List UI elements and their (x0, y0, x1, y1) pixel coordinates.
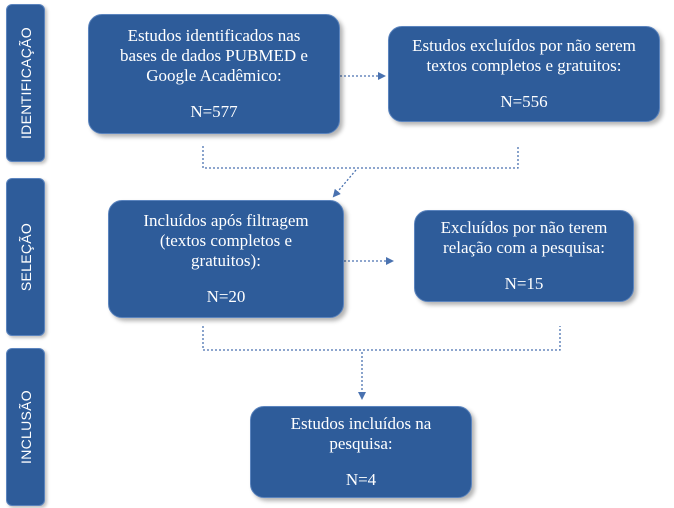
box-excluded-incomplete-count: N=556 (500, 92, 548, 111)
stage-inclusion: INCLUSÃO (6, 348, 45, 506)
box-final-included-line-2: pesquisa: (329, 434, 393, 453)
box-identified: Estudos identificados nas bases de dados… (88, 14, 340, 134)
box-included-filter-count: N=20 (206, 287, 246, 306)
stage-identification: IDENTIFICAÇÃO (6, 4, 45, 162)
box-excluded-incomplete-line-1: Estudos excluídos por não serem (412, 36, 636, 55)
box-excluded-incomplete-line-2: textos completos e gratuitos: (426, 56, 622, 75)
box-identified-line-1: Estudos identificados nas (127, 26, 301, 45)
bracket-identification (202, 146, 519, 169)
box-excluded-unrelated-count: N=15 (504, 274, 544, 293)
stage-selection: SELEÇÃO (6, 178, 45, 336)
box-final-included-line-1: Estudos incluídos na (290, 414, 432, 433)
box-identified-count: N=577 (190, 102, 238, 121)
bracket-selection (202, 326, 561, 351)
arrow-to-included-filter (332, 169, 357, 198)
box-included-filter-line-1: Incluídos após filtragem (143, 211, 309, 230)
box-identified-line-2: bases de dados PUBMED e (120, 46, 308, 65)
box-excluded-unrelated-line-1: Excluídos por não terem (440, 218, 608, 237)
box-identified-line-3: Google Acadêmico: (146, 66, 282, 85)
box-included-filter-line-2: (textos completos e (159, 231, 293, 250)
box-excluded-incomplete: Estudos excluídos por não serem textos c… (388, 26, 660, 122)
box-excluded-unrelated-line-2: relação com a pesquisa: (443, 238, 605, 257)
box-included-filter-line-3: gratuitos): (191, 251, 261, 270)
box-excluded-unrelated: Excluídos por não terem relação com a pe… (414, 210, 634, 302)
box-final-included: Estudos incluídos na pesquisa: N=4 (250, 406, 472, 498)
box-included-filter: Incluídos após filtragem (textos complet… (108, 200, 344, 318)
box-final-included-count: N=4 (345, 470, 377, 489)
